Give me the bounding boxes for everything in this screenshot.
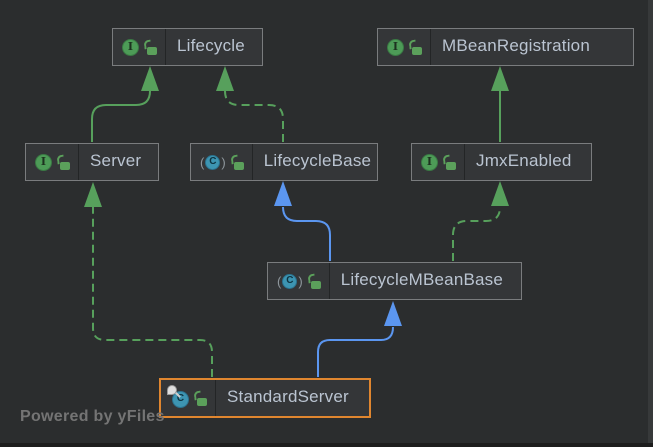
interface-icon: I: [122, 38, 139, 56]
interface-icon: I: [421, 153, 438, 171]
node-label: StandardServer: [227, 387, 349, 406]
class-node-lifecyclebase[interactable]: (C) LifecycleBase: [190, 143, 378, 181]
node-label: LifecycleBase: [263, 151, 372, 170]
open-lock-icon: [193, 390, 207, 406]
class-icon-pinned: C: [167, 384, 189, 408]
yfiles-watermark: Powered by yFiles: [20, 408, 165, 425]
open-lock-icon: [230, 154, 244, 170]
node-icon-area: I: [412, 144, 465, 180]
edge-standardserver-implements-server[interactable]: [84, 182, 213, 377]
class-node-mbeanregistration[interactable]: I MBeanRegistration: [377, 28, 634, 66]
node-label: Lifecycle: [177, 36, 245, 55]
class-node-lifecycle[interactable]: I Lifecycle: [112, 28, 263, 66]
right-edge-strip: [648, 0, 653, 443]
node-icon-area: (C): [191, 144, 253, 180]
pin-icon: [167, 384, 177, 395]
edge-lifecyclebase-implements-lifecycle[interactable]: [216, 66, 284, 142]
class-node-jmxenabled[interactable]: I JmxEnabled: [411, 143, 592, 181]
open-lock-icon: [408, 39, 422, 55]
node-icon-area: I: [26, 144, 79, 180]
arrowhead: [141, 66, 159, 91]
node-label: MBeanRegistration: [442, 36, 590, 55]
edge-standardserver-extends-lifecyclembeanbase[interactable]: [317, 301, 402, 377]
open-lock-icon: [143, 39, 157, 55]
node-icon-area: I: [378, 29, 431, 65]
node-label: LifecycleMBeanBase: [340, 270, 504, 289]
arrowhead: [84, 182, 102, 207]
class-node-lifecyclembeanbase[interactable]: (C) LifecycleMBeanBase: [267, 262, 522, 300]
node-label: Server: [90, 151, 142, 170]
abstract-class-icon: (C): [277, 273, 303, 289]
open-lock-icon: [442, 154, 456, 170]
interface-icon: I: [35, 153, 52, 171]
arrowhead: [491, 66, 509, 91]
open-lock-icon: [56, 154, 70, 170]
arrowhead: [491, 181, 509, 206]
class-node-server[interactable]: I Server: [25, 143, 159, 181]
node-icon-area: (C): [268, 263, 330, 299]
edge-server-extends-lifecycle[interactable]: [91, 66, 159, 142]
edge-lifecyclembeanbase-implements-jmxenabled[interactable]: [452, 181, 509, 261]
node-icon-area: I: [113, 29, 166, 65]
interface-icon: I: [387, 38, 404, 56]
edge-jmxenabled-extends-mbeanregistration[interactable]: [491, 66, 509, 142]
abstract-class-icon: (C): [200, 154, 226, 170]
arrowhead: [216, 66, 234, 91]
node-icon-area: C: [161, 380, 216, 416]
open-lock-icon: [307, 273, 321, 289]
arrowhead: [274, 181, 292, 206]
bottom-edge-strip: [0, 443, 653, 447]
edge-lifecyclembeanbase-extends-lifecyclebase[interactable]: [274, 181, 331, 261]
arrowhead: [384, 301, 402, 326]
class-node-standardserver-selected[interactable]: C StandardServer: [159, 378, 371, 418]
node-label: JmxEnabled: [476, 151, 572, 170]
